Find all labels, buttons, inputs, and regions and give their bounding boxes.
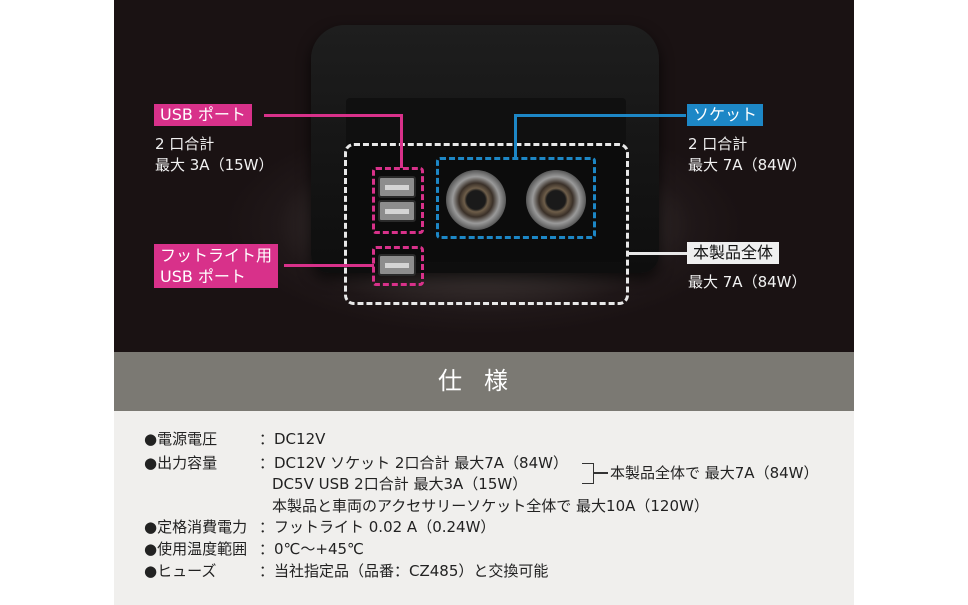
whole-product-outline [344,143,629,305]
footlight-usb-tag: フットライト用 USB ポート [154,244,279,288]
output-bracket-tick [594,472,608,474]
accessory-socket-1 [446,170,506,230]
output-bracket [582,463,594,484]
spec-output-combined: 本製品全体で 最大7A（84W） [610,464,819,482]
socket-connector-drop [514,114,517,158]
spec-output-label: ●出力容量 [144,454,218,472]
accessory-socket-2 [526,170,586,230]
socket-desc: 2 口合計 最大 7A（84W） [688,134,807,176]
whole-product-tag: 本製品全体 [687,242,780,264]
usb-connector-drop [400,114,403,168]
usb-port-desc-line2: 最大 3A（15W） [155,156,274,174]
whole-product-desc: 最大 7A（84W） [688,273,807,291]
usb-connector-line [264,114,403,117]
usb-port-desc-line1: 2 口合計 [155,135,215,153]
spec-voltage-label: ●電源電圧 [144,430,218,448]
usb-port-desc: 2 口合計 最大 3A（15W） [155,134,274,176]
product-photo [114,0,854,352]
spec-fuse-label: ●ヒューズ [144,562,217,580]
usb-port-2 [378,200,416,222]
spec-voltage-value: ：DC12V [259,430,326,448]
socket-tag: ソケット [687,104,764,126]
spec-power-value: ：フットライト 0.02 A（0.24W） [259,518,496,536]
footlight-tag-line1: フットライト用 [160,246,273,265]
footlight-usb-outline [372,246,424,286]
whole-connector-line [628,252,688,255]
socket-desc-line2: 最大 7A（84W） [688,156,807,174]
spec-temp-label: ●使用温度範囲 [144,540,248,558]
spec-power-label: ●定格消費電力 [144,518,248,536]
footlight-connector-line [284,264,374,267]
socket-desc-line1: 2 口合計 [688,135,748,153]
device-recess [346,98,626,146]
usb-outline [372,167,424,234]
usb-port-1 [378,176,416,198]
spec-panel: ●電源電圧 ：DC12V ●出力容量 ：DC12V ソケット 2口合計 最大7A… [114,411,854,605]
socket-outline [436,157,596,239]
spec-output-total-row: 本製品と車両のアクセサリーソケット全体で 最大10A（120W） [272,497,709,515]
spec-fuse-value: ：当社指定品（品番：CZ485）と交換可能 [259,562,549,580]
spec-temp-value: ：0℃〜+45℃ [259,540,364,558]
usb-port-tag: USB ポート [154,104,252,126]
footlight-usb-port [378,254,416,276]
spec-output-socket-row: ：DC12V ソケット 2口合計 最大7A（84W） [259,454,568,472]
footlight-tag-line2: USB ポート [160,267,246,286]
spec-title: 仕様 [114,352,854,411]
spec-output-usb-row: DC5V USB 2口合計 最大3A（15W） [272,475,528,493]
socket-connector-line [514,114,686,117]
